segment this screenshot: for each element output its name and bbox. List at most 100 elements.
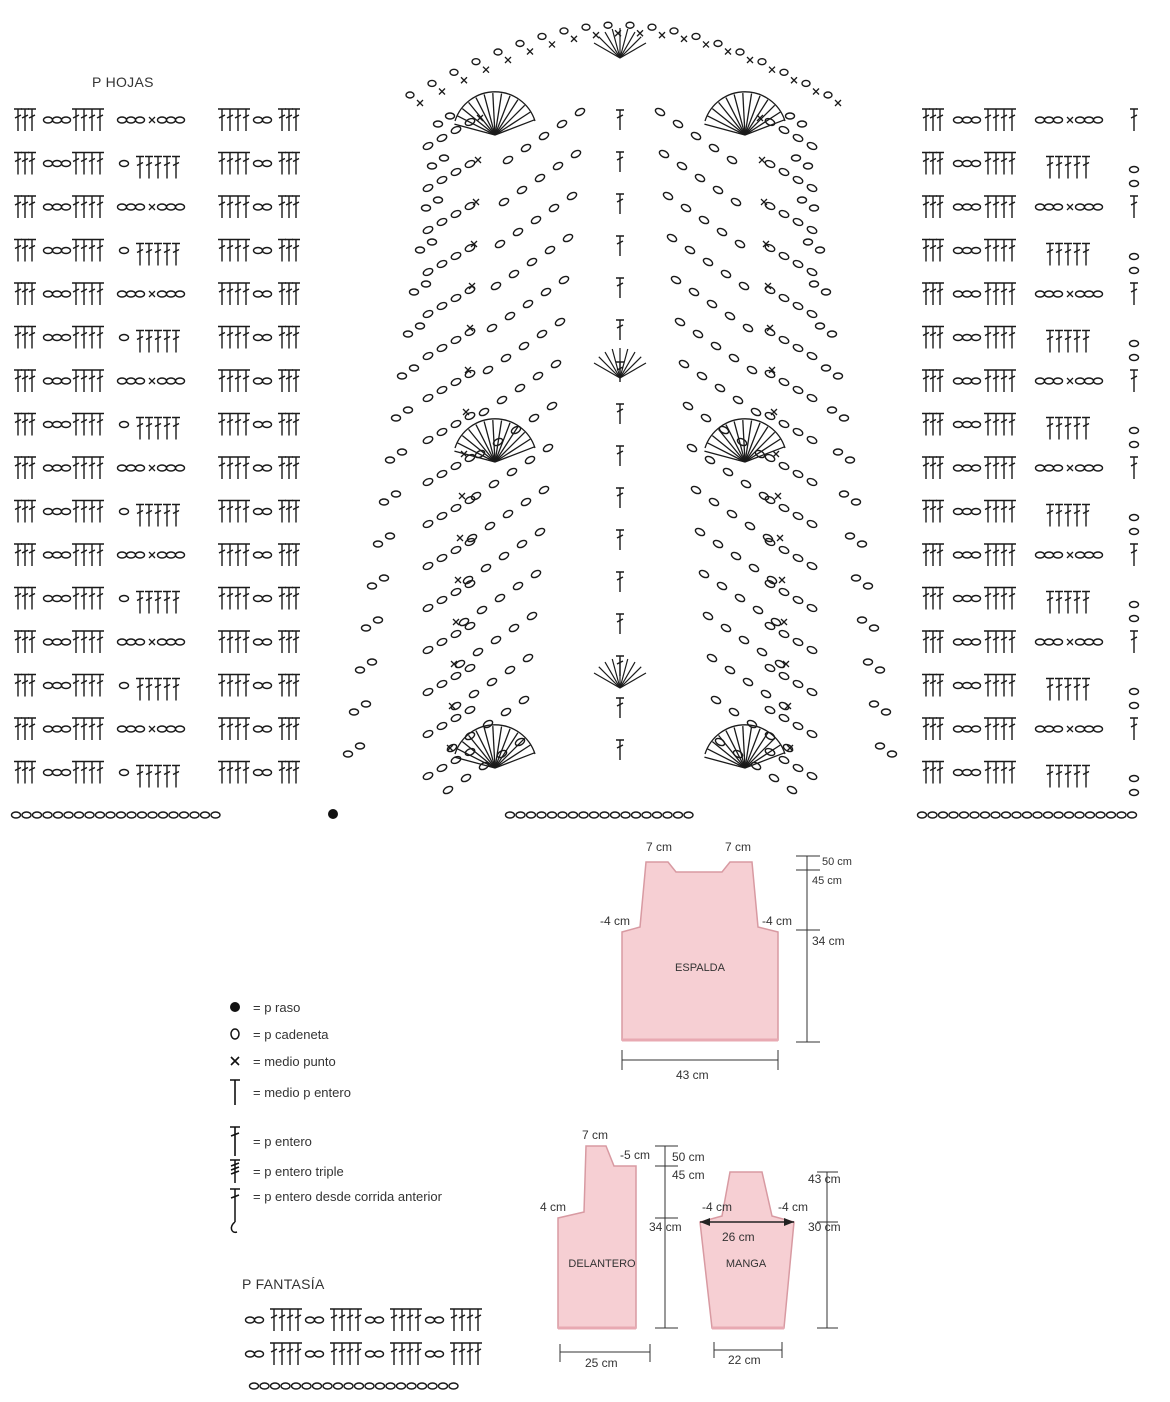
- double-crochet: [28, 108, 36, 131]
- double-crochet: [226, 412, 234, 436]
- chain-stitch: [700, 413, 712, 423]
- double-crochet: [278, 325, 286, 349]
- single-crochet: [148, 290, 156, 298]
- double-crochet: [292, 760, 300, 784]
- chain-stitch: [581, 23, 591, 31]
- chain-stitch: [748, 563, 760, 573]
- double-crochet: [80, 586, 88, 610]
- double-crochet: [234, 543, 242, 566]
- double-crochet: [984, 499, 992, 523]
- double-crochet: [242, 499, 250, 523]
- chain-stitch: [792, 385, 804, 395]
- chain-stitch: [1083, 464, 1095, 472]
- double-crochet: [936, 543, 944, 566]
- chain-stitch: [691, 32, 701, 41]
- chain-stitch: [261, 333, 273, 342]
- single-crochet: [766, 324, 774, 332]
- legend-row: = p entero triple: [225, 1158, 344, 1184]
- chain-stitch: [757, 57, 767, 66]
- chain-stitch: [814, 322, 826, 330]
- chain-stitch: [518, 341, 530, 351]
- double-crochet: [1130, 543, 1138, 566]
- chain-stitch: [1128, 440, 1140, 449]
- chain-stitch: [806, 351, 818, 361]
- double-crochet: [616, 193, 624, 214]
- delantero-piece: [557, 1145, 637, 1329]
- chain-stitch: [60, 638, 72, 646]
- double-crochet: [1000, 282, 1008, 305]
- chain-stitch: [961, 420, 973, 429]
- single-crochet: [454, 576, 462, 584]
- double-crochet: [285, 369, 293, 392]
- chain-stitch: [1042, 811, 1054, 819]
- chain-stitch: [1128, 426, 1140, 435]
- chain-stitch: [436, 637, 448, 647]
- chain-stitch: [390, 414, 402, 422]
- double-crochet: [278, 1308, 286, 1331]
- double-crochet: [28, 456, 36, 479]
- chain-stitch: [10, 811, 22, 819]
- chain-stitch: [360, 624, 372, 632]
- chain-stitch: [952, 464, 964, 472]
- fan-spoke: [454, 123, 496, 136]
- chain-stitch: [806, 183, 818, 193]
- legend-text: = p raso: [253, 999, 301, 1015]
- double-crochet: [1064, 677, 1072, 701]
- chain-stitch: [515, 39, 525, 48]
- double-crochet: [1000, 499, 1008, 523]
- double-crochet: [136, 242, 144, 266]
- double-crochet: [936, 369, 944, 392]
- fan-spoke: [494, 431, 526, 463]
- chain-stitch: [528, 413, 540, 423]
- chain-stitch: [609, 811, 621, 819]
- chain-stitch: [778, 209, 790, 219]
- double-crochet: [929, 630, 937, 653]
- chain-stitch: [261, 551, 273, 559]
- double-crochet: [292, 630, 300, 653]
- chain-stitch: [796, 196, 808, 204]
- chain-stitch: [710, 341, 722, 351]
- fan-spoke: [492, 420, 496, 463]
- chain-stitch: [498, 197, 510, 207]
- double-crochet: [466, 1342, 474, 1365]
- single-crochet: [148, 551, 156, 559]
- chain-stitch: [738, 281, 750, 291]
- double-crochet: [992, 369, 1000, 392]
- double-crochet: [354, 1342, 362, 1365]
- chain-stitch: [436, 385, 448, 395]
- fan-spoke: [593, 672, 621, 689]
- double-crochet: [390, 1308, 398, 1331]
- single-crochet: [148, 116, 156, 124]
- chain-stitch: [244, 1350, 256, 1358]
- fan-spoke: [619, 672, 647, 689]
- double-crochet: [278, 586, 286, 610]
- double-crochet: [285, 412, 293, 436]
- double-crochet: [984, 238, 992, 262]
- double-crochet: [992, 195, 1000, 218]
- chain-stitch: [832, 448, 844, 456]
- double-crochet: [234, 369, 242, 392]
- chain-stitch: [502, 155, 514, 165]
- chain-stitch: [116, 725, 128, 733]
- chain-stitch: [450, 713, 462, 723]
- fan-spoke: [494, 438, 531, 463]
- chain-stitch: [1128, 252, 1140, 261]
- double-crochet: [226, 630, 234, 653]
- chain-stitch: [669, 27, 679, 35]
- chain-stitch: [792, 301, 804, 311]
- double-crochet: [992, 325, 1000, 349]
- chain-stitch: [60, 203, 72, 211]
- double-crochet: [96, 238, 104, 262]
- chain-stitch: [970, 507, 982, 516]
- chain-stitch: [364, 1382, 375, 1390]
- chain-stitch: [546, 401, 558, 411]
- double-crochet: [1130, 369, 1138, 392]
- double-crochet: [234, 456, 242, 479]
- chain-stitch: [862, 658, 874, 666]
- double-crochet: [154, 590, 162, 614]
- double-crochet: [1000, 630, 1008, 653]
- double-crochet: [294, 1308, 302, 1331]
- single-crochet: [768, 66, 776, 74]
- single-crochet: [448, 702, 456, 710]
- chain-stitch: [174, 638, 186, 646]
